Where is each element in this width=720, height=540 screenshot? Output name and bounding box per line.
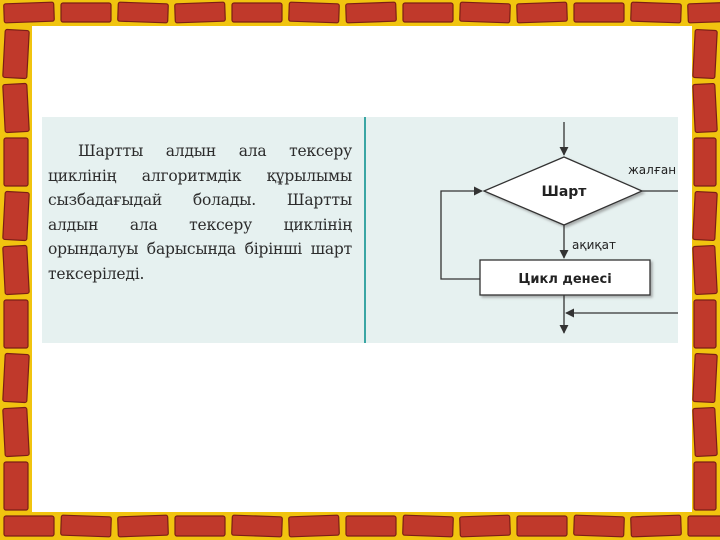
brick [573, 2, 625, 23]
description-paragraph: Шартты алдын ала тексеру циклінің алгори… [48, 142, 352, 283]
brick [692, 244, 718, 296]
brick [231, 514, 283, 538]
brick [117, 514, 169, 538]
flowchart: Шарт жалған ақиқат Цикл денесі [440, 122, 678, 334]
brick [288, 1, 340, 24]
brick [692, 28, 718, 80]
brick [2, 28, 30, 80]
true-branch-label: ақиқат [572, 238, 616, 252]
brick [2, 82, 30, 134]
brick [3, 461, 29, 511]
brick [402, 514, 454, 538]
exit-connector-line [565, 308, 678, 318]
brick [630, 514, 682, 538]
brick [692, 352, 718, 404]
brick [3, 137, 29, 187]
brick [692, 406, 718, 458]
brick [174, 1, 226, 24]
brick [693, 137, 717, 187]
brick [459, 1, 511, 24]
brick [60, 514, 112, 538]
brick [3, 299, 29, 349]
brick [573, 514, 625, 538]
brick [692, 82, 718, 134]
brick [693, 299, 717, 349]
loop-body-box [479, 259, 651, 296]
brick [3, 515, 55, 537]
brick [2, 406, 30, 458]
brick [687, 515, 720, 537]
false-branch-label: жалған [628, 163, 676, 177]
brick [692, 190, 718, 242]
brick [174, 515, 226, 537]
loop-body-label: Цикл денесі [518, 272, 611, 287]
brick [231, 2, 283, 23]
brick [693, 461, 717, 511]
content-panel: Шартты алдын ала тексеру циклінің алгори… [42, 117, 678, 343]
brick [345, 1, 397, 24]
brick [2, 352, 30, 404]
brick [630, 1, 682, 24]
brick [60, 2, 112, 23]
loop-back-arrow [440, 186, 483, 280]
brick [402, 2, 454, 23]
brick [288, 514, 340, 538]
brick [3, 1, 55, 24]
brick [687, 1, 720, 24]
brick [459, 514, 511, 538]
brick [2, 190, 30, 242]
condition-label: Шарт [542, 184, 588, 200]
brick [345, 515, 397, 537]
brick [2, 244, 30, 296]
brick [516, 1, 568, 24]
brick [117, 1, 169, 24]
brick [516, 515, 568, 537]
panel-divider [364, 117, 366, 343]
